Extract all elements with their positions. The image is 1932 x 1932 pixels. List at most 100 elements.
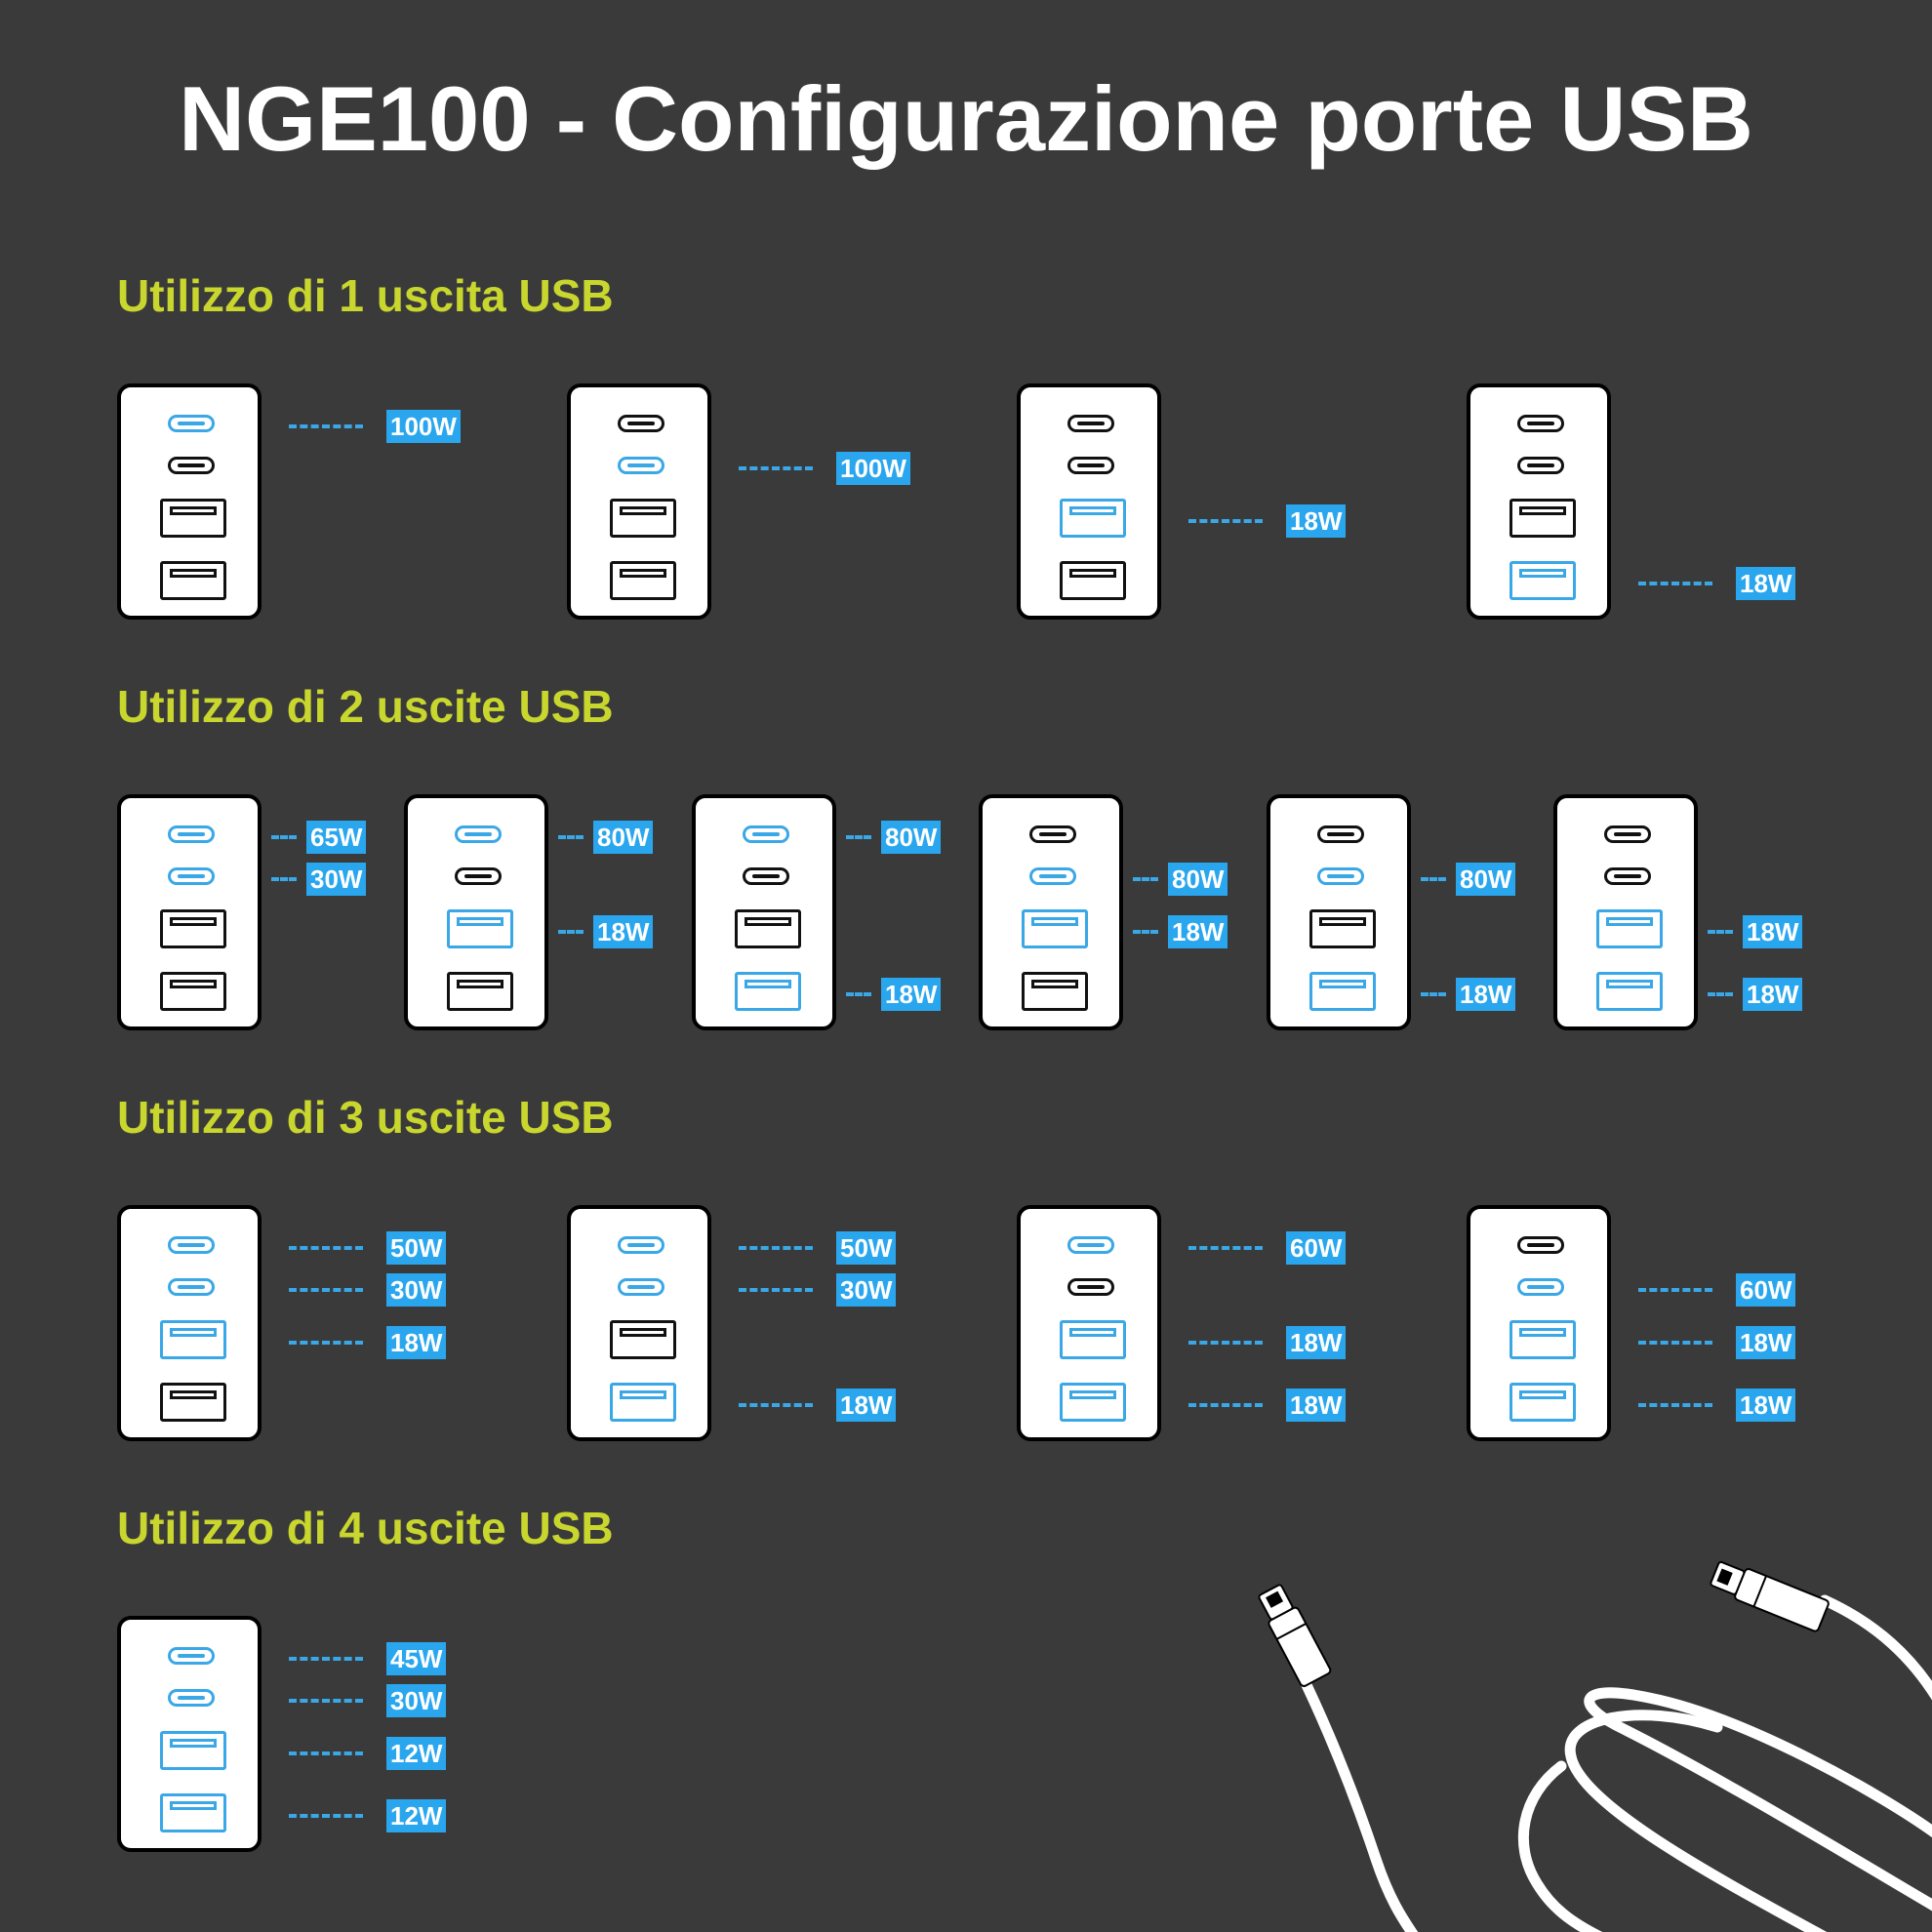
connector-line: [1188, 519, 1263, 523]
connector-line: [1188, 1403, 1263, 1407]
usb-c-port-icon: [168, 867, 215, 885]
connector-line: [289, 1657, 363, 1661]
charger-icon: [117, 1616, 262, 1852]
usb-c-port-icon: [618, 1278, 664, 1296]
usb-a-port-icon: [160, 1731, 226, 1770]
usb-c-cable-icon: [1258, 1560, 1932, 1932]
connector-line: [1421, 992, 1446, 996]
connector-line: [289, 1699, 363, 1703]
wattage-label: 18W: [1286, 1389, 1347, 1422]
usb-a-port-icon: [1309, 909, 1376, 948]
usb-c-port-icon: [1067, 415, 1114, 432]
wattage-label: 50W: [836, 1231, 897, 1265]
charger-icon: [117, 383, 262, 620]
usb-c-port-icon: [168, 1689, 215, 1707]
usb-c-port-icon: [1317, 867, 1364, 885]
usb-a-port-icon: [1509, 1383, 1576, 1422]
connector-line: [1638, 1288, 1712, 1292]
wattage-label: 30W: [306, 863, 367, 896]
connector-line: [739, 1246, 813, 1250]
usb-a-port-icon: [160, 972, 226, 1011]
connector-line: [1708, 992, 1733, 996]
wattage-label: 18W: [1456, 978, 1516, 1011]
wattage-label: 80W: [593, 821, 654, 854]
usb-a-port-icon: [1509, 561, 1576, 600]
wattage-label: 12W: [386, 1737, 447, 1770]
wattage-label: 80W: [1456, 863, 1516, 896]
wattage-label: 18W: [1736, 1326, 1796, 1359]
usb-c-port-icon: [168, 1647, 215, 1665]
wattage-label: 18W: [386, 1326, 447, 1359]
connector-line: [1188, 1246, 1263, 1250]
usb-c-port-icon: [618, 415, 664, 432]
usb-c-port-icon: [168, 825, 215, 843]
connector-line: [1421, 877, 1446, 881]
wattage-label: 100W: [836, 452, 910, 485]
wattage-label: 18W: [1736, 567, 1796, 600]
connector-line: [271, 835, 297, 839]
usb-a-port-icon: [610, 499, 676, 538]
usb-a-port-icon: [160, 1793, 226, 1832]
wattage-label: 30W: [386, 1273, 447, 1307]
usb-a-port-icon: [160, 561, 226, 600]
connector-line: [739, 1403, 813, 1407]
usb-a-port-icon: [160, 909, 226, 948]
wattage-label: 18W: [1743, 915, 1803, 948]
usb-c-port-icon: [1517, 457, 1564, 474]
charger-icon: [1553, 794, 1698, 1030]
charger-icon: [404, 794, 548, 1030]
connector-line: [846, 835, 871, 839]
usb-c-port-icon: [455, 867, 502, 885]
connector-line: [558, 835, 584, 839]
usb-a-port-icon: [1596, 909, 1663, 948]
usb-c-port-icon: [1604, 867, 1651, 885]
usb-c-port-icon: [1067, 1278, 1114, 1296]
connector-line: [1188, 1341, 1263, 1345]
usb-a-port-icon: [1509, 499, 1576, 538]
wattage-label: 60W: [1736, 1273, 1796, 1307]
wattage-label: 18W: [1286, 1326, 1347, 1359]
charger-icon: [979, 794, 1123, 1030]
usb-a-port-icon: [610, 561, 676, 600]
connector-line: [289, 1246, 363, 1250]
wattage-label: 80W: [881, 821, 942, 854]
connector-line: [739, 1288, 813, 1292]
wattage-label: 60W: [1286, 1231, 1347, 1265]
wattage-label: 18W: [881, 978, 942, 1011]
usb-a-port-icon: [1596, 972, 1663, 1011]
connector-line: [558, 930, 584, 934]
connector-line: [271, 877, 297, 881]
wattage-label: 18W: [1286, 504, 1347, 538]
charger-icon: [117, 794, 262, 1030]
connector-line: [1133, 930, 1158, 934]
usb-c-port-icon: [1029, 867, 1076, 885]
connector-line: [1133, 877, 1158, 881]
wattage-label: 18W: [1168, 915, 1228, 948]
usb-a-port-icon: [1060, 1383, 1126, 1422]
usb-c-port-icon: [168, 457, 215, 474]
usb-c-port-icon: [1517, 1236, 1564, 1254]
usb-a-port-icon: [1509, 1320, 1576, 1359]
section-title: Utilizzo di 4 uscite USB: [117, 1503, 614, 1553]
connector-line: [739, 466, 813, 470]
charger-icon: [117, 1205, 262, 1441]
usb-a-port-icon: [1309, 972, 1376, 1011]
section-title: Utilizzo di 3 uscite USB: [117, 1092, 614, 1143]
charger-icon: [1017, 383, 1161, 620]
wattage-label: 30W: [386, 1684, 447, 1717]
usb-c-port-icon: [1517, 415, 1564, 432]
usb-a-port-icon: [735, 972, 801, 1011]
usb-c-port-icon: [743, 867, 789, 885]
wattage-label: 18W: [1736, 1389, 1796, 1422]
usb-c-port-icon: [168, 1236, 215, 1254]
usb-c-port-icon: [455, 825, 502, 843]
charger-icon: [1467, 383, 1611, 620]
charger-icon: [1017, 1205, 1161, 1441]
wattage-label: 65W: [306, 821, 367, 854]
usb-c-port-icon: [168, 1278, 215, 1296]
connector-line: [289, 1751, 363, 1755]
page-title: NGE100 - Configurazione porte USB: [179, 67, 1753, 170]
usb-c-port-icon: [618, 457, 664, 474]
connector-line: [1638, 1403, 1712, 1407]
connector-line: [846, 992, 871, 996]
